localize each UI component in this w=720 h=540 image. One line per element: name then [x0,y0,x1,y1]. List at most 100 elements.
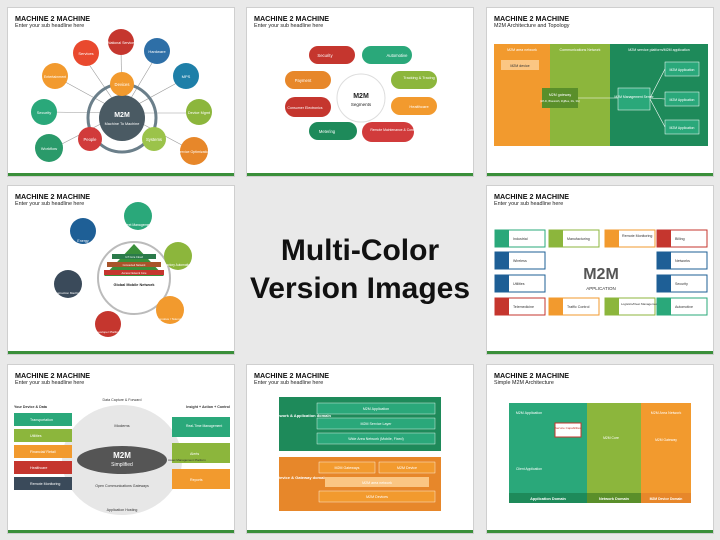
app-networks: Networks [675,259,690,263]
management-server: M2M Management Server [614,95,654,99]
architecture-diagram: M2M area network Communications Network … [494,44,708,146]
app-hosting: Application Hosting [107,508,138,512]
m2m-core: M2M Core [603,436,619,440]
center-label: Global Mobile Network [114,283,156,287]
seg-metering: Metering [319,129,336,134]
center-label: M2M [353,93,369,100]
slide-title: MACHINE 2 MACHINE [254,371,330,380]
slide-title: MACHINE 2 MACHINE [254,14,330,23]
row-service-layer: M2M Service Layer [361,422,393,426]
node-energy: Energy [77,239,89,243]
center-sub: Segments [351,102,372,107]
simple-architecture: M2M Application Client Application Servi… [509,403,691,503]
m2m-circle-diagram: M2M Machine To Machine Devices Systems P… [31,29,212,165]
slide-subtitle: Enter your sub headline here [15,23,85,29]
app-1: M2M Application [670,68,695,72]
slide-subtitle: M2M Architecture and Topology [494,23,570,29]
seg-consumer-electronics: Consumer Electronics [287,106,322,110]
col-area-network: M2M area network [507,48,537,52]
slide-title: MACHINE 2 MACHINE [494,371,570,380]
node-workflow: Workflow [41,146,57,151]
app-security: Security [675,282,688,286]
right-realtime: Real-Time Management [186,424,222,428]
node-fleet: Fleet Management [124,223,152,227]
bottom-bar [8,351,234,354]
slide-subtitle: Enter your sub headline here [15,201,85,207]
slide-3[interactable]: MACHINE 2 MACHINE M2M Architecture and T… [486,7,714,177]
slide-6[interactable]: MACHINE 2 MACHINE Enter your sub headlin… [7,364,235,534]
center-sub: APPLICATION [586,286,615,291]
row-area-network: M2M area network [362,481,392,485]
top-head: Data Capture & Forward [103,398,142,402]
center-title: Multi-Color Version Images [245,232,475,308]
slide-subtitle: Enter your sub headline here [254,380,324,386]
footer-device: M2M Device Domain [650,497,683,501]
application-grid: Industrial Manufacturing Remote Monitori… [494,229,708,316]
col-service-platform: M2M service platform/M2M application [628,48,690,52]
right-alerts: Alerts [190,452,199,456]
node-construction: Construction Machinery [52,291,84,295]
node-mps: MPS [182,74,191,79]
bottom-bar [8,530,234,533]
node-systems: Systems [146,137,162,142]
slide-title: MACHINE 2 MACHINE [494,192,570,201]
layer-1: IoT Core Cloud [125,255,143,259]
mgmt-platform: Asset Management Platform [168,458,206,462]
slide-4[interactable]: MACHINE 2 MACHINE Enter your sub headlin… [7,185,235,355]
footer-network: Network Domain [599,497,630,501]
slide-2[interactable]: MACHINE 2 MACHINE Enter your sub headlin… [246,7,474,177]
slide-7[interactable]: MACHINE 2 MACHINE Enter your sub headlin… [246,364,474,534]
simplified-diagram: Your Device & Data Data Capture & Forwar… [14,398,230,515]
app-2: M2M Application [670,98,695,102]
slide-subtitle: Enter your sub headline here [15,380,85,386]
bottom-bar [487,173,713,176]
app-telemedicine: Telemedicine [513,305,534,309]
node-device-mgmt: Device Mgmt [188,111,211,115]
center-sub: Simplified [111,462,133,468]
seg-remote-maintenance: Remote Maintenance & Control [370,128,418,132]
row-application: M2M Application [363,407,389,411]
bottom-bar [487,351,713,354]
center-line-1: Multi-Color [280,234,440,267]
node-devices: Devices [115,82,130,87]
row-gateways: M2M Gateways [335,466,360,470]
m2m-gateway: M2M gateway [549,93,572,97]
segments-diagram: M2M Segments Security Automotive Payment… [285,46,437,142]
network-diagram: IoT Core Cloud Connected Network Access … [52,202,192,337]
left-remote-monitoring: Remote Monitoring [30,482,60,486]
center-label: M2M [583,266,619,283]
slide-title: MACHINE 2 MACHINE [15,192,91,201]
app-remote-monitoring: Remote Monitoring [622,234,652,238]
node-service-optimization: Service Optimization [178,150,211,154]
gateway-sub: (Wi-Fi, Bluetooth, ZigBee, 2G, 3G) [540,99,580,103]
left-healthcare: Healthcare [30,466,47,470]
app-traffic-control: Traffic Control [567,305,590,309]
app-utilities: Utilities [513,282,525,286]
right-head: Insight + Action + Control [186,405,230,409]
app-wireless: Wireless [513,259,527,263]
app-industrial: Industrial [513,237,528,241]
center-line-2: Version Images [249,272,471,305]
slide-subtitle: Enter your sub headline here [494,201,564,207]
slide-subtitle: Enter your sub headline here [254,23,324,29]
slide-8[interactable]: MACHINE 2 MACHINE Simple M2M Architectur… [486,364,714,534]
app-manufacturing: Manufacturing [567,237,590,241]
node-entertainment: Entertainment [44,75,66,79]
m2m-device: M2M device [510,64,529,68]
node-national-service: National Service [108,41,134,45]
node-hardware: Hardware [148,49,166,54]
modems: Modems [114,423,129,428]
center-sub: Machine To Machine [105,122,140,126]
app-billing: Billing [675,237,685,241]
slide-5[interactable]: MACHINE 2 MACHINE Enter your sub headlin… [486,185,714,355]
app-automotive: Automotive [675,305,693,309]
node-automotive: Automotive / Telematics [154,317,186,321]
slide-1[interactable]: MACHINE 2 MACHINE Enter your sub headlin… [7,7,235,177]
row-device: M2M Device [397,466,417,470]
center-label: M2M [114,112,130,119]
footer-application: Application Domain [530,497,566,501]
left-utilities: Utilities [30,434,42,438]
row-devices: M2M Devices [366,495,388,499]
layer-3: Access Network Core [122,271,147,275]
seg-payment: Payment [295,78,312,83]
